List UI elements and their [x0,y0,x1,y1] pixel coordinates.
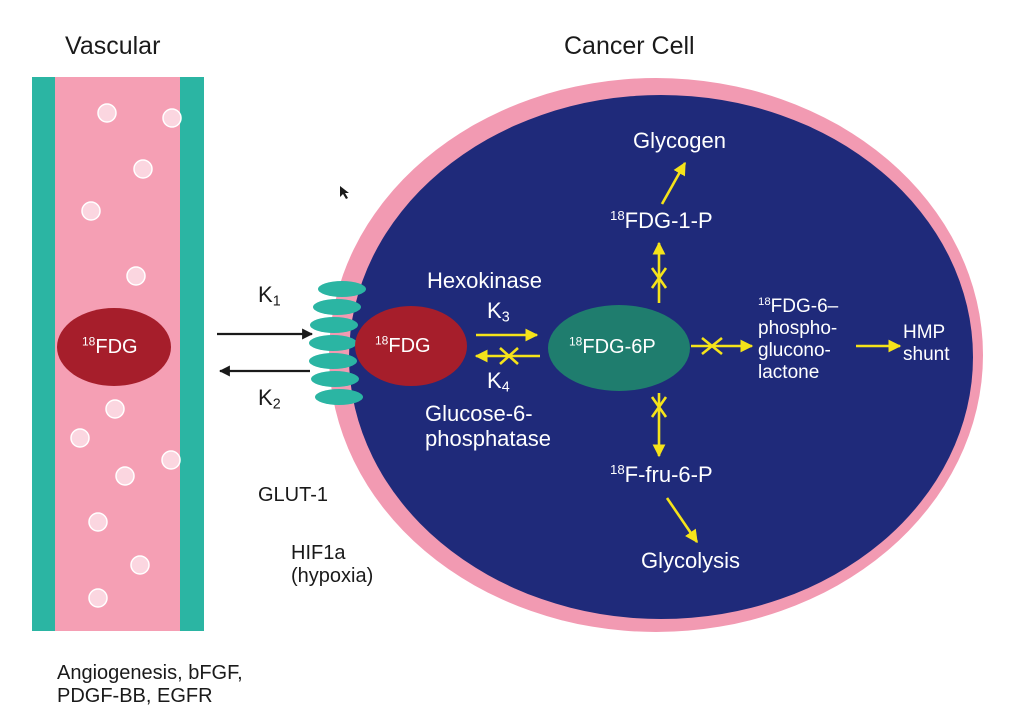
glycogen-label: Glycogen [633,128,726,153]
isotope-label: 18 [375,333,389,348]
blood-particle [130,555,150,575]
blood-particle [133,159,153,179]
glycolysis-arrow [665,497,699,544]
hif1a-line: HIF1a [291,542,346,564]
blood-particle [162,108,182,128]
fdg1p-block-icon [650,267,668,289]
angiogenesis-footer: Angiogenesis, bFGF, PDGF-BB, EGFR [57,662,243,708]
hmp-shunt-label: HMP shunt [903,322,949,366]
blood-particle [70,428,90,448]
fru6p-name: F-fru-6-P [624,462,713,487]
fdg-label: FDG [388,335,431,357]
g6pase-line: Glucose-6- [425,401,533,426]
isotope-label: 18 [610,461,625,477]
transporter-segment [313,299,361,315]
lactone-first: FDG-6– [770,296,839,317]
k4-block-icon [499,347,519,365]
blood-vessel [32,77,204,631]
k2-label: K2 [258,385,281,413]
k4-subscript: 4 [501,379,510,396]
fdg6p-name: FDG-6P [582,336,656,358]
hmp-line: HMP [903,322,946,343]
reaction-arrows [474,161,902,544]
lactone-line: 18FDG-6– [758,296,838,318]
fru6p-label: 18F-fru-6-P [610,462,713,487]
fdg6p-node [548,305,690,391]
k3-subscript: 3 [501,309,510,326]
blood-particle [81,201,101,221]
footer-line: Angiogenesis, bFGF, [57,662,243,684]
cancer-cell-title: Cancer Cell [564,32,695,60]
isotope-label: 18 [758,295,771,308]
mouse-cursor-icon [340,186,349,199]
glut1-label: GLUT-1 [258,484,329,506]
glycogen-arrow [660,161,687,205]
k3-letter: K [487,298,502,323]
k1-label: K1 [258,282,281,310]
vascular-fdg-label: 18FDG [82,336,138,359]
blood-particle [88,588,108,608]
cell-fdg-node [355,306,467,386]
blood-particle [88,512,108,532]
blood-particles [70,103,182,608]
lactone-line: glucono- [758,339,831,361]
blood-particle [126,266,146,286]
k2-subscript: 2 [272,396,281,413]
blood-particle [105,399,125,419]
hif1a-label: HIF1a (hypoxia) [291,542,373,588]
g6pase-label: Glucose-6- phosphatase [425,401,551,452]
g6pase-line: phosphatase [425,426,551,452]
isotope-label: 18 [569,334,583,349]
transporter-segment [315,389,363,405]
fdg6p-label: 18FDG-6P [569,336,656,359]
k1-letter: K [258,282,273,307]
isotope-label: 18 [610,207,625,223]
hexokinase-label: Hexokinase [427,268,542,293]
isotope-label: 18 [82,334,96,349]
transporter-segment [310,317,358,333]
lactone-line: phospho- [758,317,838,339]
vascular-fdg-node [57,308,171,386]
fdg-label: FDG [95,336,138,358]
fdg1p-label: 18FDG-1-P [610,208,713,233]
blood-particle [97,103,117,123]
hif1a-line: (hypoxia) [291,565,374,587]
glycolysis-label: Glycolysis [641,548,741,573]
transporter-segment [318,281,366,297]
cell-fdg-label: 18FDG [375,335,431,358]
k2-letter: K [258,385,273,410]
lactone-line: lactone [758,361,820,383]
k4-letter: K [487,368,502,393]
hmp-line: shunt [903,343,950,365]
k4-label: K4 [487,368,510,396]
transporter-segment [309,335,357,351]
vascular-title: Vascular [65,32,161,60]
lactone-block-icon [701,336,723,356]
fdg1p-name: FDG-1-P [624,208,713,233]
fru6p-block-icon [650,396,668,418]
k1-subscript: 1 [272,293,281,310]
lactone-label: 18FDG-6– phospho- glucono- lactone [758,296,838,383]
transporter-segment [311,371,359,387]
glut1-transporter [309,281,366,405]
blood-particle [115,466,135,486]
blood-particle [161,450,181,470]
footer-line: PDGF-BB, EGFR [57,685,213,707]
k3-label: K3 [487,298,510,326]
transporter-segment [309,353,357,369]
